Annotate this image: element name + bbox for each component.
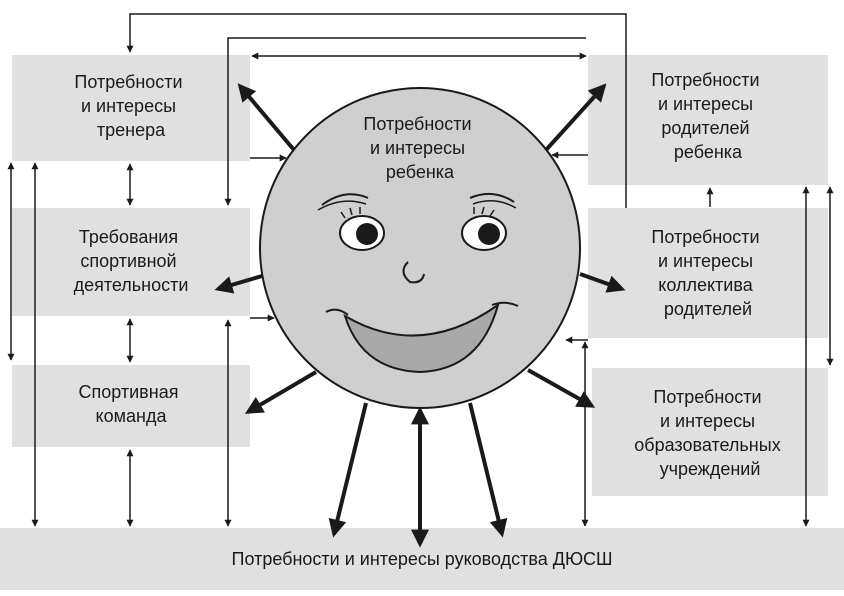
box-parents-label: Потребности и интересы родителей ребенка [651,70,764,162]
box-management-label: Потребности и интересы руководства ДЮСШ [232,549,613,569]
ray-to-coach [237,83,296,152]
box-requirements-label: Требования спортивной деятельности [74,227,189,295]
ray-to-requirements [214,274,263,294]
box-education-label: Потребности и интересы образовательных у… [634,387,785,479]
ray-down-right [468,402,508,538]
ray-to-collective [579,272,626,293]
smiling-face-icon [317,192,519,374]
ray-to-parents [544,83,607,152]
center-label: Потребности и интересы ребенка [363,114,476,182]
box-parents [588,55,828,185]
box-coach-label: Потребности и интересы тренера [74,72,187,140]
box-team-label: Спортивная команда [79,382,184,426]
connector-inner-top [224,37,586,206]
box-coach [12,55,250,161]
ray-down-left [328,402,368,538]
box-parents-collective-label: Потребности и интересы коллектива родите… [651,227,764,319]
box-education [592,368,828,496]
box-team [12,365,250,447]
connector-top-frame [126,13,627,208]
ray-to-education [527,368,596,408]
box-parents-collective [588,208,828,338]
ray-to-team [244,370,318,414]
sun-ray-arrows [214,83,626,548]
thin-connectors [7,13,834,527]
box-requirements [12,208,250,316]
